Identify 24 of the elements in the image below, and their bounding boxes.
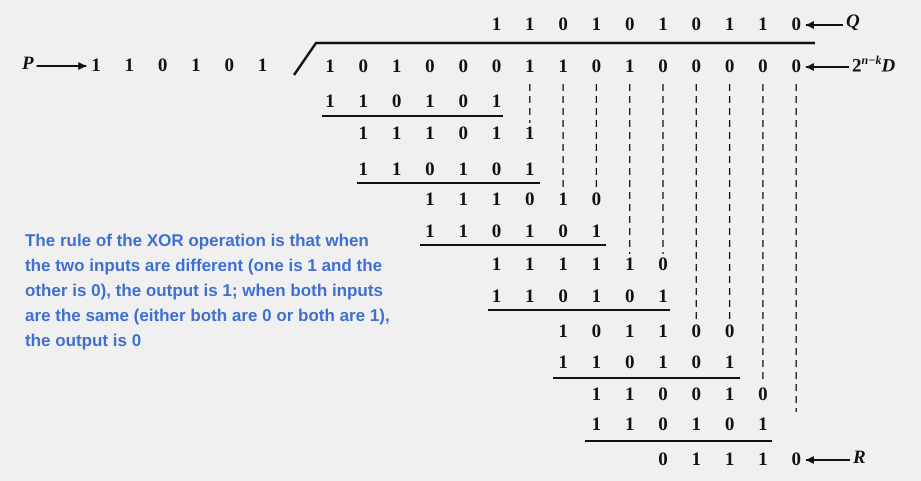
bit-row: 1 1 1 0 1 0 (425, 189, 602, 211)
bit-row: 1 1 0 1 0 1 (592, 414, 768, 436)
arrow (806, 456, 850, 464)
variable-label: Q (846, 11, 860, 33)
bit-row: 0 1 1 1 0 (658, 449, 801, 471)
bit-row: 1 0 1 1 0 0 (558, 321, 734, 343)
bit-row: 1 1 0 1 0 1 (425, 221, 602, 243)
bit-row: 1 1 0 1 0 1 0 1 1 0 (492, 14, 801, 36)
bit-row: 1 1 1 1 1 0 (492, 254, 668, 276)
bit-row: 1 1 0 1 0 1 (558, 352, 734, 374)
arrow (36, 62, 86, 70)
bit-row: 1 1 0 1 0 1 (358, 159, 535, 181)
bit-row: 1 1 0 1 0 1 (325, 91, 502, 113)
arrow (806, 21, 843, 29)
bit-row: 1 1 0 1 0 1 (91, 55, 268, 77)
bit-row: 1 1 0 1 0 1 (492, 286, 668, 308)
variable-label: P (22, 53, 34, 75)
variable-label: R (853, 447, 866, 469)
arrow (806, 63, 849, 71)
note-paragraph: The rule of the XOR operation is that when the two inputs are different (one is 1 and the other is 0), the output is 1; when both inputs are the same (either both are 0 or both are 1), the output is 0 (25, 230, 391, 352)
bit-row: 1 0 1 0 0 0 1 1 0 1 0 0 0 0 0 (325, 56, 801, 78)
bit-row: 1 1 0 0 1 0 (592, 384, 768, 406)
bit-row: 2$^{n−k}$D (852, 49, 896, 78)
bit-row: 1 1 1 0 1 1 (358, 123, 535, 145)
